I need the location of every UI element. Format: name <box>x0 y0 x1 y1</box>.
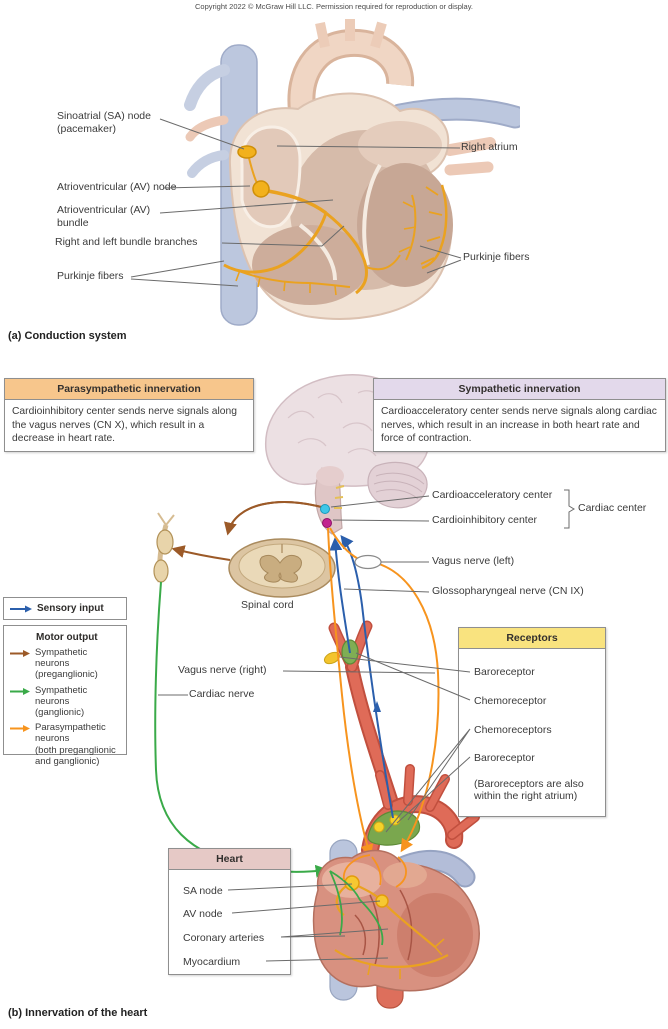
heart-item-sa-node: SA node <box>183 885 223 897</box>
sympathetic-box-body: Cardioacceleratory center sends nerve si… <box>381 406 657 445</box>
label-cardiac-nerve: Cardiac nerve <box>189 688 255 700</box>
label-sa-node: Sinoatrial (SA) node (pacemaker) <box>57 110 151 135</box>
aortic-baroreceptor <box>373 821 385 833</box>
label-purkinje-right: Purkinje fibers <box>463 251 530 263</box>
sympathetic-ganglionic-arrow-icon <box>10 687 30 695</box>
right-atrium <box>240 125 302 228</box>
label-right-atrium: Right atrium <box>461 141 518 153</box>
parasympathetic-box: Parasympathetic innervation Cardioinhibi… <box>4 378 254 453</box>
parasympathetic-box-body: Cardioinhibitory center sends nerve sign… <box>12 406 237 445</box>
motor-output-title: Motor output <box>36 632 98 643</box>
sensory-input-legend: Sensory input <box>3 597 127 620</box>
label-cardiac-center: Cardiac center <box>578 502 647 514</box>
receptors-note: (Baroreceptors are also within the right… <box>474 778 584 802</box>
receptors-box-title: Receptors <box>459 628 605 649</box>
innervated-heart <box>312 839 480 1009</box>
av-node-marker-b <box>375 894 389 908</box>
sensory-path-carotid <box>329 537 351 654</box>
label-bundle-branches: Right and left bundle branches <box>55 236 198 248</box>
legend-item-parasympathetic: Parasympathetic neurons (both preganglio… <box>9 722 122 767</box>
label-cardioinhibitory-center: Cardioinhibitory center <box>432 514 538 526</box>
chain-ganglion <box>156 529 174 555</box>
heart-box-title: Heart <box>169 849 290 870</box>
receptor-item-chemoreceptors-aortic: Chemoreceptors <box>474 724 552 736</box>
legend-label: Sympathetic neurons (ganglionic) <box>35 684 88 719</box>
label-vagus-nerve-right: Vagus nerve (right) <box>178 664 267 676</box>
sympathetic-preganglionic-arrow-icon <box>10 650 30 657</box>
left-atrium <box>358 121 442 169</box>
label-spinal-cord: Spinal cord <box>241 599 294 611</box>
parasympathetic-arrow-icon <box>10 725 30 733</box>
receptor-item-chemoreceptor-carotid: Chemoreceptor <box>474 695 547 707</box>
sa-node-marker <box>237 145 257 159</box>
label-av-node: Atrioventricular (AV) node <box>57 181 177 193</box>
label-purkinje-left: Purkinje fibers <box>57 270 124 282</box>
caption-panel-a: (a) Conduction system <box>8 330 127 342</box>
cardioinhibitory-center-marker <box>322 518 332 528</box>
sympathetic-preganglionic-path <box>227 501 326 534</box>
chain-ganglion <box>153 559 169 583</box>
copyright-text: Copyright 2022 © McGraw Hill LLC. Permis… <box>194 2 473 11</box>
legend-label: Sympathetic neurons (preganglionic) <box>35 647 98 681</box>
parasympathetic-box-title: Parasympathetic innervation <box>5 379 253 400</box>
sympathetic-box-title: Sympathetic innervation <box>374 379 665 400</box>
receptor-item-baroreceptor-aortic: Baroreceptor <box>474 752 535 764</box>
label-cardioacceleratory-center: Cardioacceleratory center <box>432 489 553 501</box>
sensory-input-label: Sensory input <box>37 603 104 614</box>
motor-output-legend: Motor output Sympathetic neurons (pregan… <box>3 625 127 767</box>
legend-item-sympathetic-ganglionic: Sympathetic neurons (ganglionic) <box>9 685 122 719</box>
vagus-left-marker <box>354 554 382 570</box>
sensory-input-arrow-icon <box>10 605 32 612</box>
legend-label: Parasympathetic neurons (both preganglio… <box>35 722 116 767</box>
parasympathetic-fibers-on-heart <box>343 854 407 888</box>
cardiac-nerve-path <box>154 581 329 878</box>
aortic-baroreceptor <box>389 814 401 826</box>
sensory-path-aortic <box>340 534 394 819</box>
caption-panel-b: (b) Innervation of the heart <box>8 1007 148 1019</box>
label-vagus-nerve-left: Vagus nerve (left) <box>432 555 515 567</box>
av-node-marker <box>252 180 270 198</box>
receptor-item-baroreceptor-carotid: Baroreceptor <box>474 666 535 678</box>
receptors-box: Receptors Baroreceptor Chemoreceptor Che… <box>458 627 606 817</box>
sympathetic-box: Sympathetic innervation Cardioaccelerato… <box>373 378 666 453</box>
heart-item-myocardium: Myocardium <box>183 956 241 968</box>
legend-item-sympathetic-preganglionic: Sympathetic neurons (preganglionic) <box>9 647 122 681</box>
heart-item-av-node: AV node <box>183 908 223 920</box>
cardioacceleratory-center-marker <box>320 504 330 514</box>
heart-item-coronary-arteries: Coronary arteries <box>183 932 265 944</box>
label-glossopharyngeal-nerve: Glossopharyngeal nerve (CN IX) <box>432 585 584 597</box>
conduction-heart-illustration <box>184 19 520 326</box>
vagus-right-path <box>327 527 374 858</box>
heart-box: Heart SA node AV node Coronary arteries … <box>168 848 291 975</box>
carotid-baroreceptor <box>323 651 341 665</box>
label-av-bundle: Atrioventricular (AV) bundle <box>57 204 151 229</box>
